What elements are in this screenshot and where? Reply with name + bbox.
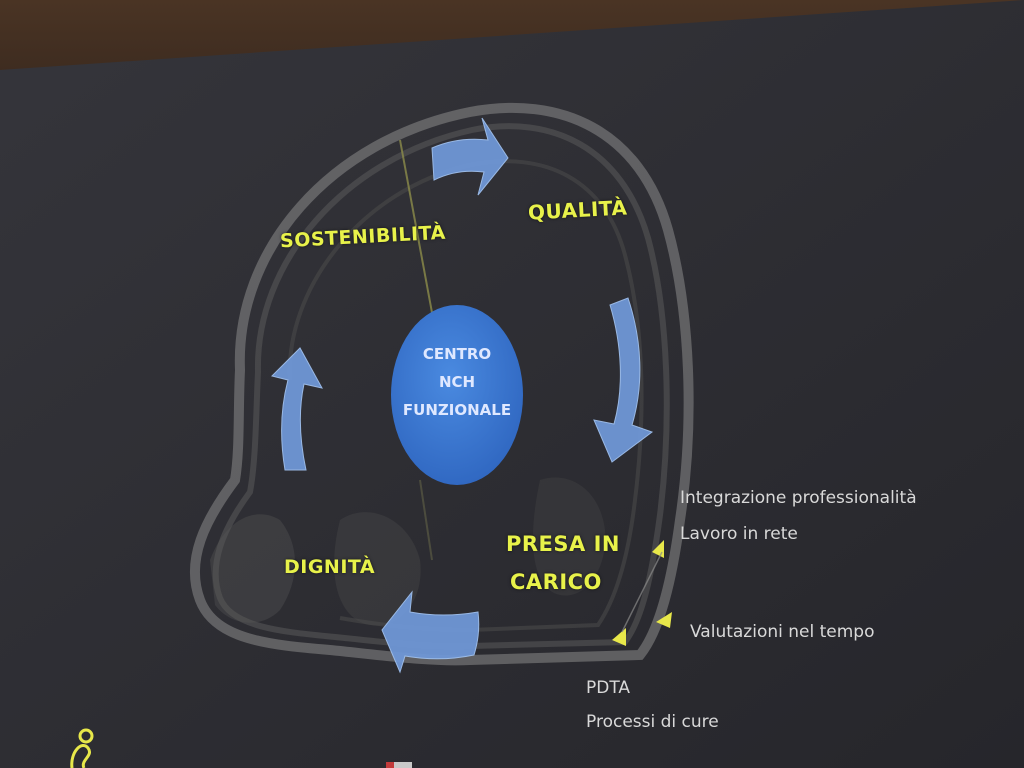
label-presa-line1: PRESA IN [506,532,620,556]
note-processi: Processi di cure [586,712,719,732]
arrow-right-icon [593,297,654,463]
mri-head-scan [189,102,694,666]
midline-lower [419,479,433,561]
cycle-arrows [271,117,654,674]
label-presa-line2: CARICO [510,570,602,594]
snake-logo-icon [70,728,94,768]
arrow-bottom-icon [381,590,480,674]
pointer-triangle-icon [612,628,626,646]
midline [399,139,434,319]
flag-icon [386,762,412,768]
pointer-triangle-icon [656,612,672,628]
note-valutazioni: Valutazioni nel tempo [690,622,875,642]
center-line-2: NCH [438,373,476,391]
arrow-top-icon [431,117,509,196]
note-lavoro: Lavoro in rete [680,524,798,544]
arrow-left-icon [271,347,323,471]
center-label: CENTRO NCH FUNZIONALE [392,340,522,424]
flag-red-stripe [386,762,394,768]
pointer-line [621,551,663,633]
center-circle [391,305,523,485]
center-line-1: CENTRO [422,345,492,363]
note-integrazione: Integrazione professionalità [680,488,917,508]
center-line-3: FUNZIONALE [402,401,512,419]
note-pdta: PDTA [586,678,631,698]
pointer-triangles [612,540,672,646]
label-dignita: DIGNITÀ [284,556,376,578]
